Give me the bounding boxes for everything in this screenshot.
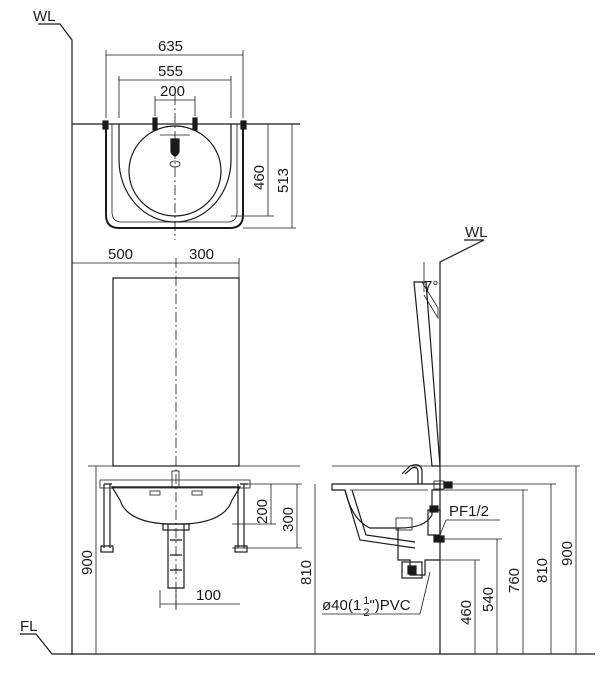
front-trap (167, 524, 185, 589)
side-view (322, 239, 580, 654)
plan-bracket (105, 124, 244, 229)
plan-view (72, 95, 300, 240)
wall-line-label-top: WL (33, 8, 56, 25)
front-bracket (103, 483, 248, 548)
side-dim-trap-height: 540 (480, 587, 497, 612)
front-dim-rim-to-drain: 200 (254, 499, 271, 524)
svg-text:ø40(112")PVC: ø40(112")PVC (322, 595, 411, 619)
wall-line (38, 23, 73, 655)
side-bracket (344, 489, 416, 549)
floor-line-label: FL (20, 618, 38, 635)
front-dim-rim-to-bracket: 300 (280, 507, 297, 532)
plan-dim-basin-depth: 460 (251, 165, 268, 190)
plan-dim-tap-spacing: 200 (160, 83, 185, 100)
front-dim-mirror-left: 500 (108, 246, 133, 263)
side-faucet (404, 466, 419, 484)
side-dim-supply-height: 760 (506, 568, 523, 593)
side-supply-valve (427, 509, 441, 536)
side-mirror (413, 281, 441, 467)
side-dim-drain-height: 460 (458, 600, 475, 625)
side-dim-bracket-height: 810 (534, 558, 551, 583)
side-trap (397, 528, 440, 576)
front-view (72, 258, 316, 654)
front-dim-mirror-right: 300 (189, 246, 214, 263)
side-wall-line (439, 239, 485, 654)
supply-label: PF1/2 (449, 503, 489, 520)
front-dim-rim-height: 900 (79, 550, 96, 575)
side-dim-rim-height: 900 (559, 541, 576, 566)
floor-line (20, 633, 595, 655)
side-basin (331, 483, 441, 529)
plan-dim-basin-width: 555 (158, 63, 183, 80)
plan-dimensions (105, 50, 296, 229)
side-wall-line-label: WL (465, 224, 488, 241)
side-angle-label: 7° (424, 278, 438, 295)
plan-tap (170, 138, 180, 157)
front-dim-trap-offset: 100 (196, 587, 221, 604)
plan-dim-bracket-width: 635 (158, 38, 183, 55)
plan-dim-bracket-depth: 513 (275, 168, 292, 193)
front-dim-bracket-height: 810 (298, 560, 315, 585)
front-tap (171, 470, 180, 488)
